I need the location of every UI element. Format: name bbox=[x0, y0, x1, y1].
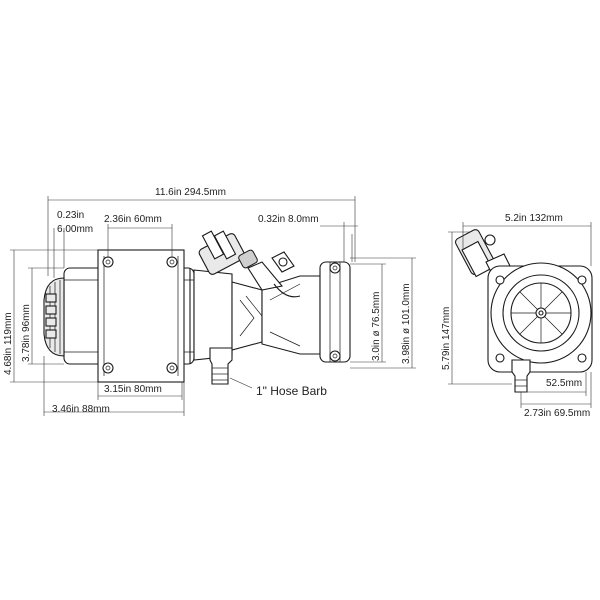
port-offset-label: 0.32in 8.0mm bbox=[258, 214, 319, 225]
end-view-pump-face bbox=[487, 262, 593, 373]
motor-end-cap bbox=[43, 277, 65, 357]
dimension-lines bbox=[10, 196, 416, 416]
pump-head bbox=[319, 261, 351, 363]
coupling-housing bbox=[193, 269, 321, 361]
end-view-hose-barb bbox=[511, 359, 531, 393]
overall-height-label: 4.68in 119mm bbox=[3, 312, 14, 375]
hose-barb-label: 1" Hose Barb bbox=[256, 384, 327, 398]
side-gap-mm-label: 6.00mm bbox=[57, 224, 93, 235]
angled-port bbox=[198, 230, 301, 298]
body-height-label: 3.78in 96mm bbox=[21, 304, 32, 362]
side-view: 11.6in 294.5mm 0.23in 6.00mm 2.36in 60mm… bbox=[3, 187, 416, 416]
end-height-label: 5.79in 147mm bbox=[441, 307, 452, 370]
end-view: 5.2in 132mm 52.5mm 2.73in 69.5mm 5.79in … bbox=[441, 213, 593, 419]
lower-hose-barb bbox=[209, 347, 233, 385]
mounting-base bbox=[97, 249, 185, 383]
overall-length-label: 11.6in 294.5mm bbox=[155, 187, 226, 198]
base-length-label: 3.46in 88mm bbox=[52, 404, 110, 415]
port-offset-end-label: 52.5mm bbox=[546, 378, 582, 389]
head-outer-dia-label: 3.98in ø 101.0mm bbox=[401, 283, 412, 364]
end-view-dimension-lines bbox=[448, 222, 592, 408]
head-inner-dia-label: 3.0in ø 76.5mm bbox=[371, 292, 382, 361]
top-hole-spacing-label: 2.36in 60mm bbox=[104, 214, 162, 225]
end-base-width-label: 2.73in 69.5mm bbox=[524, 408, 590, 419]
end-width-label: 5.2in 132mm bbox=[505, 213, 563, 224]
bottom-hole-spacing-label: 3.15in 80mm bbox=[104, 384, 162, 395]
side-gap-in-label: 0.23in bbox=[57, 210, 84, 221]
